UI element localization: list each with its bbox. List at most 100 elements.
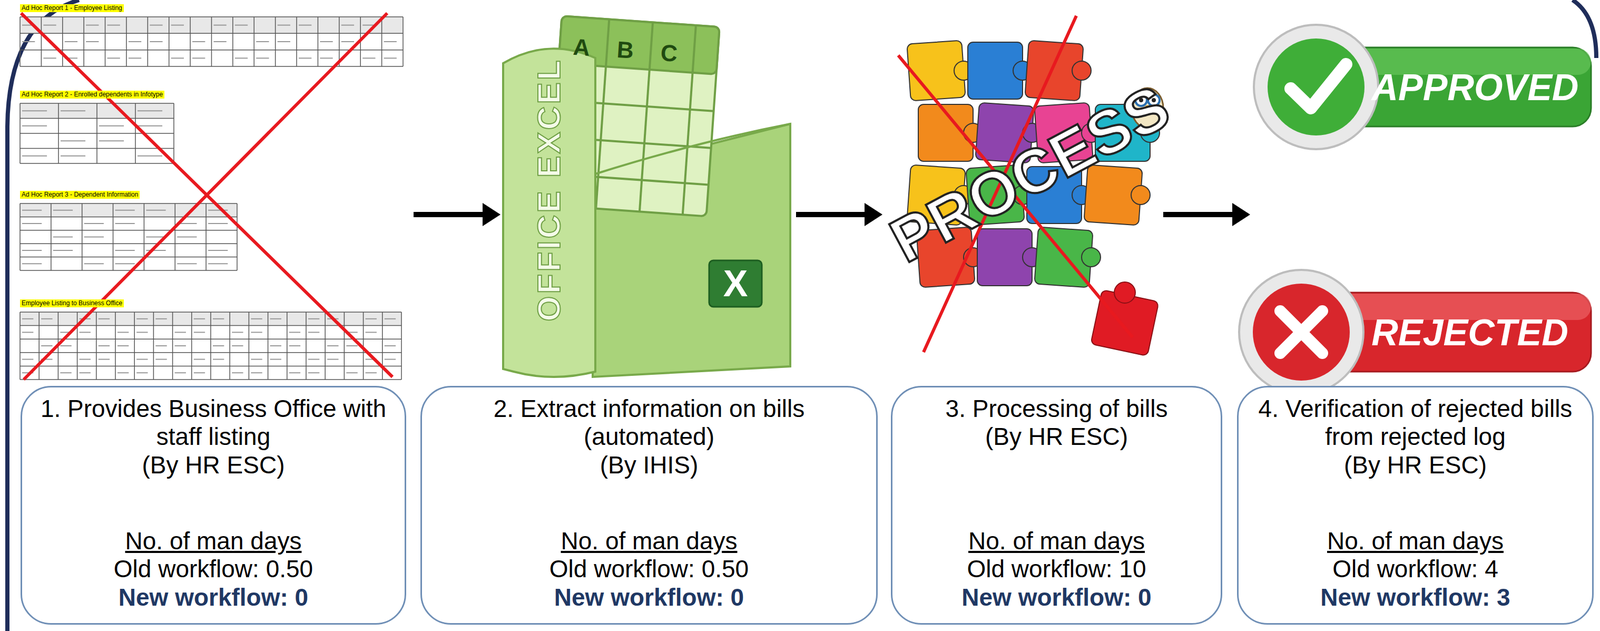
cell-scribble [308,318,320,320]
cell-scribble [177,236,197,238]
table-rule [147,16,149,67]
cell-scribble [22,125,47,127]
cell-scribble [107,24,121,26]
cell-scribble [365,371,377,373]
cell-scribble [277,24,291,26]
cell-scribble [341,24,355,26]
table-rule [402,16,404,67]
cell-scribble [99,125,124,127]
badge-ring [1253,24,1379,150]
cell-scribble [171,24,184,26]
cell-scribble [308,358,320,360]
cell-scribble [53,249,73,251]
badge-disc [1252,283,1350,381]
cell-scribble [60,155,86,157]
table-rule [114,311,116,380]
table-rule [96,103,98,164]
cell-scribble [298,24,312,26]
excel-icon [709,260,762,307]
table-rule [400,311,402,380]
cell-scribble [60,371,72,373]
new-workflow: New workflow: 0 [118,583,309,612]
cell-scribble [171,57,184,59]
badge-ring [1239,269,1364,395]
table-rule [134,103,136,164]
cell-scribble [208,222,228,224]
cell-scribble [98,318,110,320]
table-rule [286,311,288,380]
cell-scribble [79,331,91,333]
man-days: No. of man daysOld workflow: 0.50New wor… [432,526,866,612]
cell-scribble [174,331,186,333]
step-description: 3. Processing of bills(By HR ESC) [902,394,1211,451]
cell-scribble [213,41,227,43]
cell-scribble [115,249,135,251]
approved-text: APPROVED [1371,67,1579,109]
cell-scribble [270,318,282,320]
cell-scribble [250,331,262,333]
cell-scribble [193,318,205,320]
old-workflow: Old workflow: 10 [966,554,1146,583]
new-workflow: New workflow: 0 [961,583,1152,612]
cell-scribble [384,358,396,360]
cell-scribble [99,140,124,142]
cell-scribble [231,371,243,373]
step-title: 3. Processing of bills [945,394,1168,423]
cell-scribble [60,140,86,142]
table-rule [275,16,277,67]
step-box: 1. Provides Business Office with staff l… [20,385,407,625]
cell-scribble [365,318,377,320]
cell-scribble [208,262,228,264]
cell-scribble [384,41,397,43]
man-days-heading: No. of man days [968,526,1145,555]
table-rule [210,311,212,380]
arrow-shaft [413,211,483,218]
cell-scribble [22,155,47,157]
cell-scribble [60,110,86,112]
table-rule [83,16,85,67]
report-title: Ad Hoc Report 2 - Enrolled dependents in… [20,90,165,99]
step-title: 4. Verification of rejected bills from r… [1249,394,1582,451]
cell-scribble [43,57,56,59]
cell-scribble [193,331,205,333]
cell-scribble [174,345,186,347]
x-mark [1280,310,1323,353]
cell-scribble [192,41,205,43]
cell-scribble [84,236,104,238]
table-rule [153,311,155,380]
puzzle-knob [1072,61,1092,81]
column-letter: B [615,36,635,64]
cell-scribble [41,345,53,347]
cell-scribble [289,331,301,333]
cell-scribble [155,345,167,347]
table-rule [133,311,135,380]
report-title: Employee Listing to Business Office [20,299,124,308]
cell-scribble [308,371,320,373]
old-workflow: Old workflow: 0.50 [113,554,313,583]
cell-scribble [136,331,148,333]
cell-scribble [107,57,121,59]
cell-scribble [85,24,99,26]
report-title: Ad Hoc Report 1 - Employee Listing [20,4,124,13]
cell-scribble [137,110,163,112]
table-rule [50,203,52,271]
cell-scribble [319,41,333,43]
cell-scribble [136,358,148,360]
cell-scribble [79,371,91,373]
cell-scribble [384,318,396,320]
cell-scribble [234,24,248,26]
man-days: No. of man daysOld workflow: 10New workf… [902,526,1211,612]
cell-scribble [193,358,205,360]
table-rule [95,311,97,380]
cell-scribble [85,41,99,43]
table-rule [168,16,170,67]
flow-arrow [796,202,883,227]
table-rule [248,311,250,380]
cell-scribble [136,371,148,373]
cell-scribble [177,262,197,264]
folder-front [503,48,596,377]
table-header [20,203,238,217]
table-rule [20,216,238,218]
cell-scribble [117,331,129,333]
